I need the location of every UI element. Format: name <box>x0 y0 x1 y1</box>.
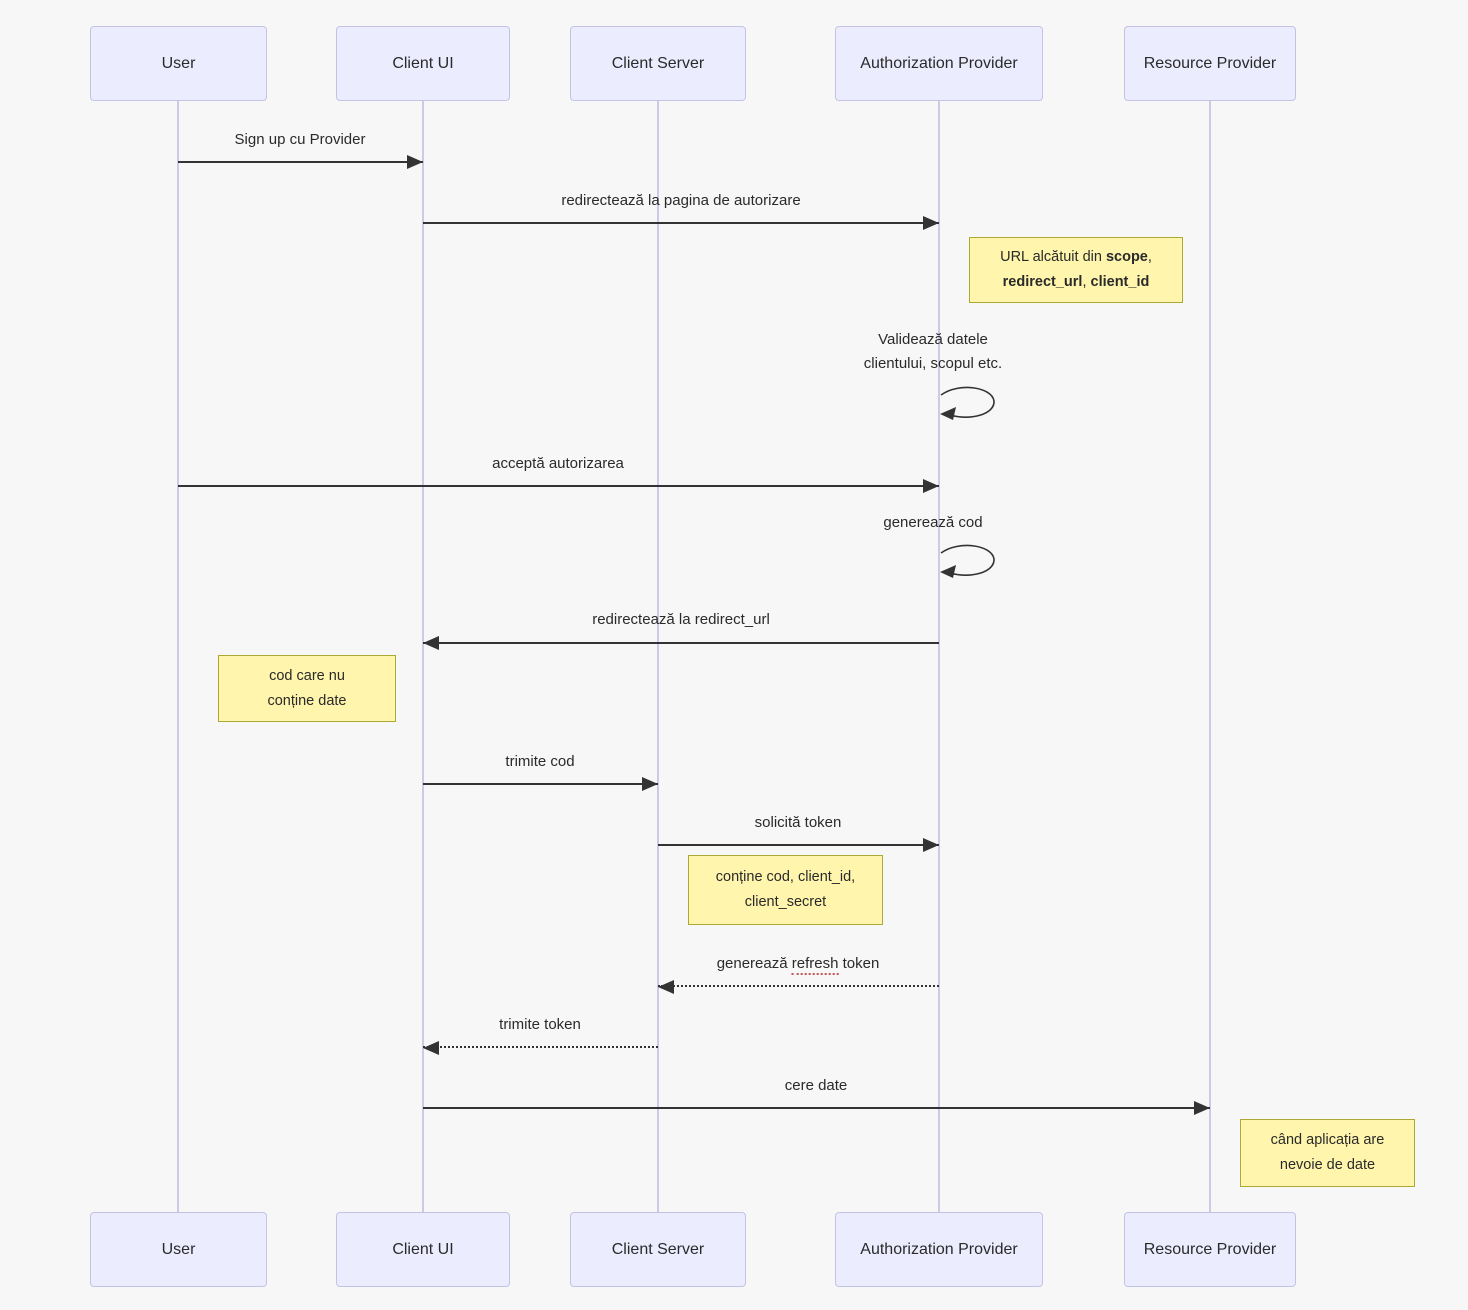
arrowhead-icon <box>658 980 674 994</box>
note-line: nevoie de date <box>1279 1157 1376 1173</box>
lifeline-user <box>177 101 179 1212</box>
note-line: conține cod, client_id, <box>715 869 856 885</box>
actor-authorization-provider-bottom: Authorization Provider <box>835 1212 1043 1287</box>
message-label-send-code: trimite cod <box>505 753 575 770</box>
actor-client-ui-top: Client UI <box>336 26 510 101</box>
message-arrow-redirect-to-redirect-url <box>423 636 939 650</box>
self-loop-arrow-generate-code <box>940 544 995 578</box>
message-label-sign-up: Sign up cu Provider <box>234 131 366 148</box>
arrowhead-icon <box>423 1041 439 1055</box>
message-arrow-redirect-auth-page <box>423 216 939 230</box>
lifeline-resource-provider <box>1209 101 1211 1212</box>
note-when-app-needs-data: când aplicația are nevoie de date <box>1240 1119 1415 1187</box>
message-label-generate-code: generează cod <box>883 514 983 531</box>
message-line: Validează datele <box>878 331 988 348</box>
note-line: când aplicația are <box>1270 1132 1385 1148</box>
note-url-composition: URL alcătuit din scope, redirect_url, cl… <box>969 237 1183 303</box>
arrowhead-icon <box>923 216 939 230</box>
message-arrow-generate-refresh-token <box>658 980 939 994</box>
actor-resource-provider-bottom: Resource Provider <box>1124 1212 1296 1287</box>
message-arrow-request-data <box>423 1101 1210 1115</box>
message-text: token <box>838 955 880 972</box>
note-line: URL alcătuit din scope, <box>1000 249 1152 265</box>
message-label-request-token: solicită token <box>754 814 842 831</box>
lifeline-client-ui <box>422 101 424 1212</box>
message-label-generate-refresh-token: generează refresh token <box>716 952 880 976</box>
actor-authorization-provider-top: Authorization Provider <box>835 26 1043 101</box>
message-label-send-token: trimite token <box>499 1016 581 1033</box>
message-arrow-sign-up <box>178 155 423 169</box>
lifeline-authorization-provider <box>938 101 940 1212</box>
arrowhead-icon <box>423 636 439 650</box>
actor-label: Client Server <box>611 1240 705 1258</box>
actor-user-bottom: User <box>90 1212 267 1287</box>
arrowhead-icon <box>923 838 939 852</box>
note-line: client_secret <box>744 894 827 910</box>
actor-label: Resource Provider <box>1143 54 1277 72</box>
actor-client-ui-bottom: Client UI <box>336 1212 510 1287</box>
message-line: clientului, scopul etc. <box>863 355 1003 372</box>
arrowhead-icon <box>642 777 658 791</box>
note-line: conține date <box>267 692 347 709</box>
note-contains-code-client-id-secret: conține cod, client_id, client_secret <box>688 855 883 925</box>
actor-user-top: User <box>90 26 267 101</box>
actor-client-server-top: Client Server <box>570 26 746 101</box>
actor-label: Authorization Provider <box>860 1240 1018 1258</box>
message-arrow-request-token <box>658 838 939 852</box>
message-label-validate-data: Validează datele clientului, scopul etc. <box>864 328 1002 376</box>
message-label-redirect-to-redirect-url: redirectează la redirect_url <box>592 611 770 628</box>
message-arrow-accept-authorization <box>178 479 939 493</box>
message-label-accept-authorization: acceptă autorizarea <box>492 455 624 472</box>
self-loop-arrow-validate <box>940 386 995 420</box>
message-text-refresh-underlined: refresh <box>791 955 839 975</box>
message-label-redirect-auth-page: redirectează la pagina de autorizare <box>561 192 801 209</box>
note-line: cod care nu <box>269 667 345 684</box>
actor-label: Authorization Provider <box>860 54 1018 72</box>
lifeline-client-server <box>657 101 659 1212</box>
arrowhead-icon <box>923 479 939 493</box>
actor-client-server-bottom: Client Server <box>570 1212 746 1287</box>
note-line: redirect_url, client_id <box>1002 274 1150 290</box>
message-label-request-data: cere date <box>784 1077 848 1094</box>
message-text: generează <box>716 955 792 972</box>
actor-label: Resource Provider <box>1143 1240 1277 1258</box>
actor-resource-provider-top: Resource Provider <box>1124 26 1296 101</box>
arrowhead-icon <box>407 155 423 169</box>
actor-label: User <box>161 54 196 72</box>
actor-label: Client UI <box>392 1240 454 1258</box>
actor-label: Client Server <box>611 54 705 72</box>
message-arrow-send-code <box>423 777 658 791</box>
note-code-without-data: cod care nu conține date <box>218 655 396 722</box>
arrowhead-icon <box>1194 1101 1210 1115</box>
message-arrow-send-token <box>423 1041 658 1055</box>
actor-label: User <box>161 1240 196 1258</box>
actor-label: Client UI <box>392 54 454 72</box>
